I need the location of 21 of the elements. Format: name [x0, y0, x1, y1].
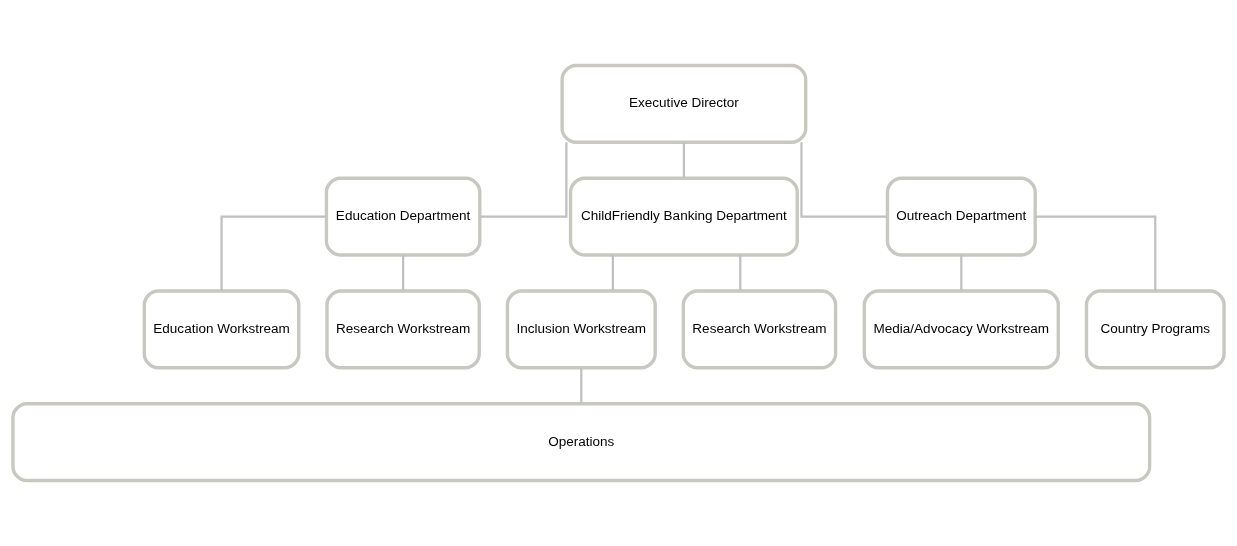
- connector: [1035, 215, 1157, 291]
- node-box: Operations: [11, 402, 1152, 483]
- node-box: Research Workstream: [325, 289, 481, 370]
- connector: [739, 255, 742, 291]
- node-box: Inclusion Workstream: [505, 289, 657, 370]
- node-box: Research Workstream: [681, 289, 838, 370]
- connector: [479, 142, 568, 218]
- connector: [800, 142, 887, 218]
- node-box: Education Workstream: [142, 289, 301, 370]
- node-box: ChildFriendly Banking Department: [568, 176, 799, 257]
- node-box: Country Programs: [1084, 289, 1226, 370]
- node-box: Media/Advocacy Workstream: [862, 289, 1060, 370]
- connector: [220, 215, 327, 291]
- node-box: Executive Director: [560, 63, 808, 144]
- connector: [580, 367, 583, 404]
- connector: [960, 255, 963, 291]
- connector: [402, 255, 405, 291]
- connector: [611, 255, 614, 291]
- connector: [682, 142, 686, 178]
- node-box: Outreach Department: [885, 176, 1037, 257]
- node-box: Education Department: [324, 176, 482, 257]
